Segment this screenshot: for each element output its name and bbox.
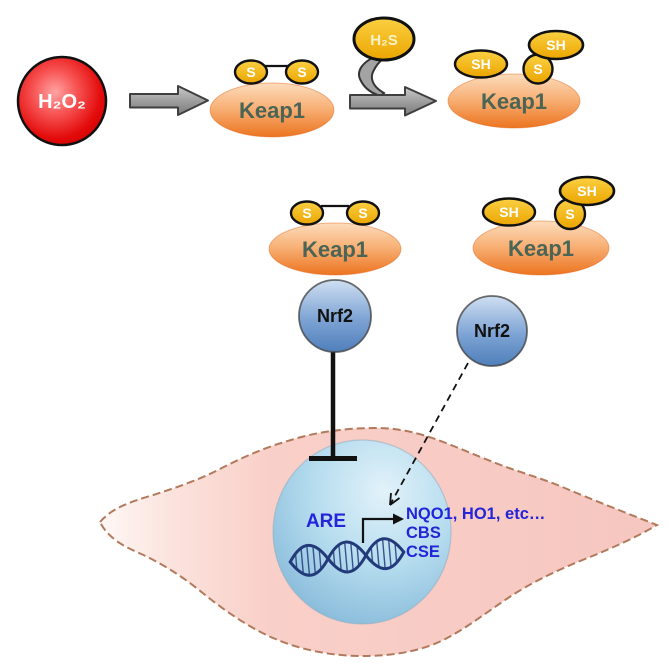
- s-residue-label: S: [565, 206, 574, 222]
- keap1-label: Keap1: [302, 237, 368, 262]
- sh-residue-label: SH: [546, 37, 565, 53]
- keap1-label: Keap1: [239, 98, 305, 123]
- sh-residue-label: SH: [471, 56, 490, 72]
- translocation-arrow: [389, 362, 469, 506]
- transcription-start-arrow: [361, 513, 404, 543]
- h2s-label: H₂S: [370, 32, 398, 49]
- keap1-label: Keap1: [508, 236, 574, 261]
- s-residue-label: S: [533, 61, 542, 77]
- are-label: ARE: [306, 511, 346, 532]
- nrf2-label: Nrf2: [317, 306, 353, 326]
- keap1-sulfhydrated-complex: SH S SH Keap1: [472, 175, 616, 276]
- nrf2-bound: Nrf2: [298, 279, 372, 353]
- target-genes-line1: NQO1, HO1, etc…: [406, 505, 545, 523]
- h2o2-label: H₂O₂: [38, 91, 86, 113]
- inhibition-connector: [309, 352, 357, 461]
- sh-residue-label: SH: [499, 204, 518, 220]
- nrf2-free: Nrf2: [456, 295, 528, 367]
- h2o2-molecule: H₂O₂: [16, 55, 108, 147]
- s-residue-label: S: [246, 64, 255, 80]
- keap1-label: Keap1: [481, 89, 547, 114]
- nrf2-label: Nrf2: [474, 321, 510, 341]
- s-residue-label: S: [302, 205, 311, 221]
- keap1-sulfhydrated-top: SH S SH Keap1: [447, 29, 585, 129]
- keap1-oxidized-complex: S S Keap1: [209, 59, 335, 138]
- s-residue-label: S: [297, 64, 306, 80]
- h2s-balloon: H₂S: [352, 16, 416, 98]
- s-residue-label: S: [358, 205, 367, 221]
- sulfhydration-arrow: [349, 86, 437, 117]
- h2s-balloon-tail: [358, 53, 390, 98]
- target-genes-line3: CSE: [406, 543, 440, 561]
- sh-residue-label: SH: [577, 183, 596, 199]
- dna-helix: [288, 537, 406, 577]
- keap1-disulfide-complex: S S Keap1: [268, 200, 402, 276]
- oxidation-arrow: [129, 85, 209, 116]
- target-genes-line2: CBS: [406, 524, 441, 542]
